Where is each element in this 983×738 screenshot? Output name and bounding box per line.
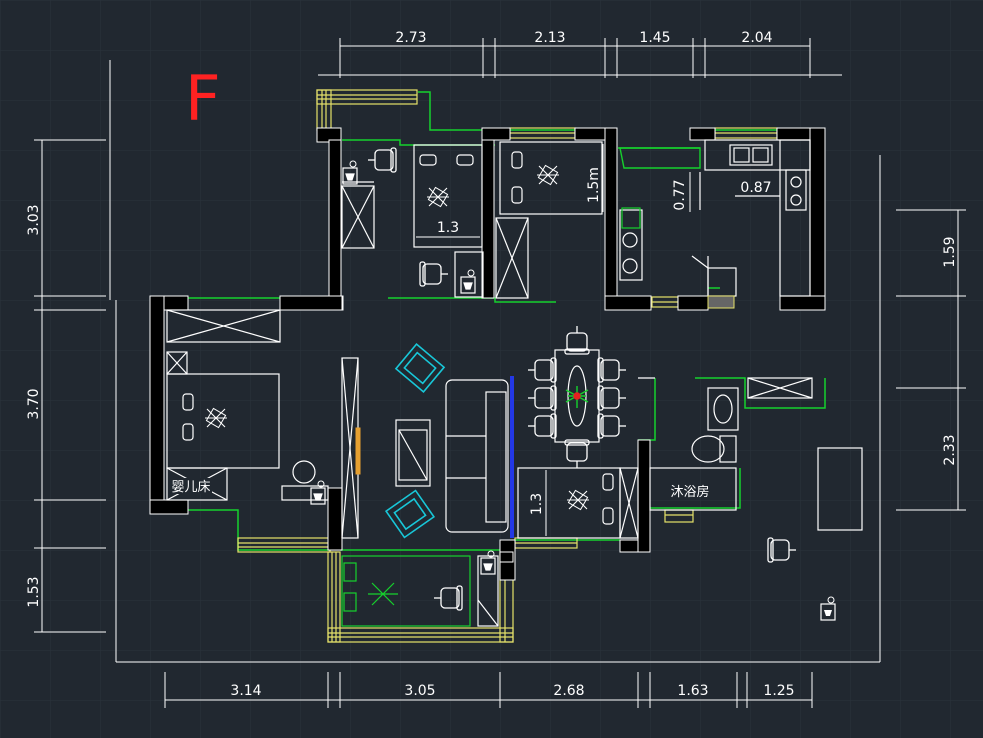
study-bed [341, 555, 471, 627]
dresser [281, 485, 329, 501]
dim-left-2: 3.70 [26, 388, 42, 419]
shower-area [649, 467, 737, 511]
dimension-lines-bottom [164, 672, 813, 708]
crib-label: 婴儿床 [171, 480, 210, 495]
dimension-labels-right: 1.59 2.33 [942, 236, 958, 465]
bathroom [638, 377, 863, 531]
crib-label-bg [170, 478, 212, 494]
walls [149, 127, 826, 581]
dim-top-2: 2.13 [534, 30, 565, 46]
study-desk [477, 555, 499, 627]
dimension-labels-left: 3.03 3.70 1.53 [26, 204, 42, 607]
dimension-labels-bottom: 3.14 3.05 2.68 1.63 1.25 [230, 683, 794, 699]
wardrobe [341, 185, 375, 249]
dimension-lines-top [339, 38, 811, 78]
armchairs [384, 343, 446, 539]
dim-bottom-2: 3.05 [404, 683, 435, 699]
dim-bath-width: 1.3 [529, 493, 545, 515]
stool [292, 460, 316, 484]
bed [499, 141, 603, 215]
dim-right-1: 1.59 [942, 236, 958, 267]
outside-table [817, 447, 863, 531]
dim-top-3: 1.45 [639, 30, 670, 46]
plan-title-letter: F [185, 62, 221, 135]
dim-bed2-length: 1.5m [586, 167, 602, 203]
bath-cabinet [747, 377, 813, 399]
wardrobe [166, 309, 281, 343]
dim-bottom-3: 2.68 [553, 683, 584, 699]
coffee-table [395, 419, 431, 487]
dim-kitchen-b: 0.87 [740, 180, 771, 196]
dim-left-3: 1.53 [26, 576, 42, 607]
toilet-icon [691, 435, 725, 463]
kitchen-grey-block [707, 295, 735, 309]
armchair-icon [394, 343, 446, 393]
kitchen-appliances [619, 207, 643, 281]
armchair-icon [384, 489, 436, 539]
dim-top-4: 2.04 [741, 30, 772, 46]
dim-left-1: 3.03 [26, 204, 42, 235]
dim-bed1-width: 1.3 [437, 220, 459, 236]
windows [237, 89, 778, 643]
shower-label: 沐浴房 [670, 484, 709, 500]
wardrobe [495, 217, 529, 299]
study-room [341, 555, 471, 627]
dim-bottom-5: 1.25 [763, 683, 794, 699]
dim-top-1: 2.73 [395, 30, 426, 46]
dining-table [554, 349, 600, 443]
stove [785, 169, 807, 211]
crib [166, 467, 228, 501]
bedroom-upper-left [341, 144, 484, 298]
counter-right [779, 139, 811, 297]
kitchen-green-outline [619, 147, 701, 169]
toilet-tank [719, 435, 737, 463]
reference-lines [109, 60, 881, 663]
sofa [445, 379, 509, 533]
bedroom-lower-middle [517, 467, 639, 539]
wardrobe [619, 467, 639, 539]
centerpiece-plant-icon [565, 386, 589, 408]
dim-bottom-4: 1.63 [677, 683, 708, 699]
tv-screen [355, 427, 361, 475]
dim-kitchen-a: 0.77 [672, 179, 688, 210]
dimension-lines-right [896, 209, 966, 511]
sink [729, 144, 773, 166]
dim-right-2: 2.33 [942, 434, 958, 465]
dimension-lines-left [34, 139, 106, 633]
desk [454, 251, 484, 298]
bed [413, 144, 483, 248]
wash-basin [707, 387, 739, 431]
dim-bottom-1: 3.14 [230, 683, 261, 699]
dimension-labels-top: 2.73 2.13 1.45 2.04 [395, 30, 772, 46]
study-furniture [433, 550, 499, 627]
bedroom-upper-middle [495, 141, 603, 299]
